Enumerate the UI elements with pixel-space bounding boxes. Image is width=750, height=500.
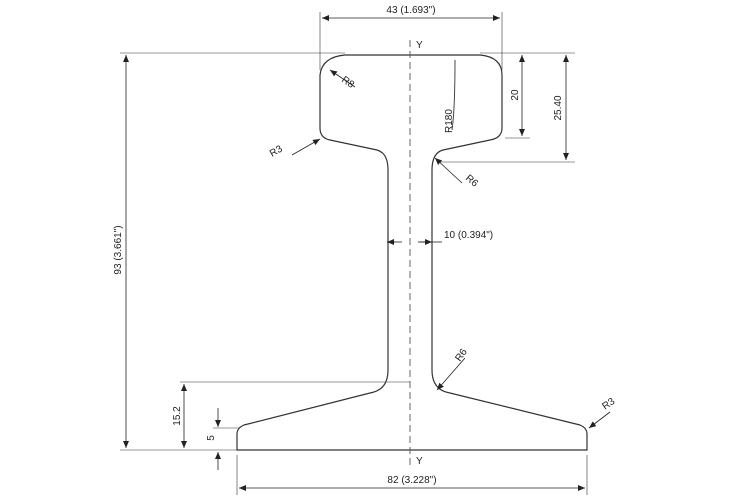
dim-base-width: 82 (3.228"): [387, 475, 436, 486]
radius-web-bottom: R6: [453, 347, 470, 364]
axis-label-top: Y: [416, 40, 423, 51]
leader-r6-top: [434, 157, 463, 184]
radius-head-underside: R3: [268, 143, 285, 159]
dim-total-height: 93 (3.661"): [113, 225, 124, 274]
dim-head-width: 43 (1.693"): [386, 5, 435, 16]
dim-head-depth: 20: [510, 89, 521, 101]
leader-r3-head: [291, 138, 321, 156]
radius-head-corner: R8: [339, 74, 356, 91]
rail-outline: [236, 54, 588, 451]
radius-crown: R180: [444, 109, 455, 133]
extension-lines: [120, 12, 588, 495]
leader-r6-bottom: [436, 357, 466, 391]
radius-web-top: R6: [463, 173, 480, 190]
dim-web-thickness: 10 (0.394"): [444, 230, 493, 241]
radius-base-tip: R3: [600, 396, 617, 413]
radius-leaders: [291, 69, 611, 429]
dim-head-fishing: 25.40: [553, 95, 564, 120]
crown-arc: [451, 59, 456, 131]
dim-base-edge: 5: [206, 435, 217, 441]
leader-r8: [329, 69, 356, 88]
dimension-lines: [123, 15, 585, 491]
axis-label-bottom: Y: [416, 456, 423, 467]
dim-base-height: 15.2: [172, 406, 183, 426]
leader-r3-base: [588, 411, 611, 429]
